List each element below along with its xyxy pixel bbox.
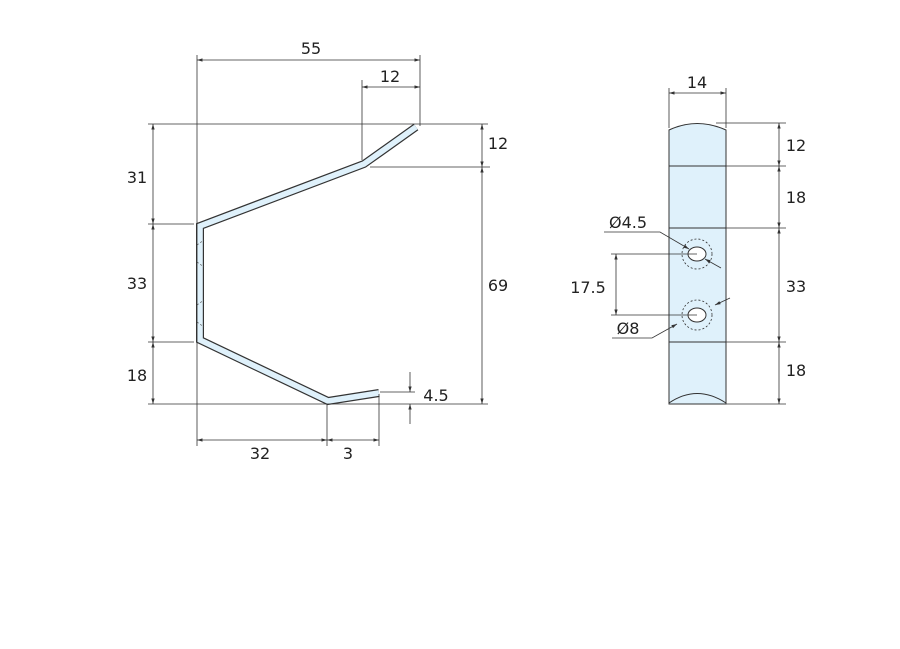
dim-overall-width: 55 [301, 39, 321, 58]
front-dimension-lines [604, 91, 781, 404]
front-view: 14 12 18 33 18 17.5 Ø4.5 Ø8 [570, 73, 806, 405]
side-view: 55 12 12 69 31 33 18 4.5 32 3 [127, 39, 508, 463]
dim-total-height: 69 [488, 276, 508, 295]
dim-top-segment: 12 [786, 136, 806, 155]
dim-countersink-diameter: Ø8 [617, 319, 640, 338]
dim-lower-hook-rise: 4.5 [423, 386, 448, 405]
dim-plate-width: 14 [687, 73, 707, 92]
dim-bottom-segment: 18 [786, 361, 806, 380]
dim-lower-height: 18 [127, 366, 147, 385]
dim-hole-spacing: 17.5 [570, 278, 606, 297]
dim-hole-diameter: Ø4.5 [609, 213, 647, 232]
dim-tip-width: 12 [380, 67, 400, 86]
dim-mid-segment: 33 [786, 277, 806, 296]
dim-lower-tip: 3 [343, 444, 353, 463]
dimension-lines [151, 58, 484, 442]
dim-upper-segment: 18 [786, 188, 806, 207]
countersink-hidden-lines [196, 239, 205, 328]
dim-lower-reach: 32 [250, 444, 270, 463]
plate-bottom-arc [668, 393, 727, 404]
dim-tip-height: 12 [488, 134, 508, 153]
dim-back-height: 33 [127, 274, 147, 293]
plate-body [668, 123, 727, 405]
front-extension-lines [611, 88, 786, 405]
hook-profile-fill [197, 124, 418, 404]
dim-upper-height: 31 [127, 168, 147, 187]
plate-segment-lines [669, 165, 726, 343]
hook-profile-outline [196, 123, 419, 406]
